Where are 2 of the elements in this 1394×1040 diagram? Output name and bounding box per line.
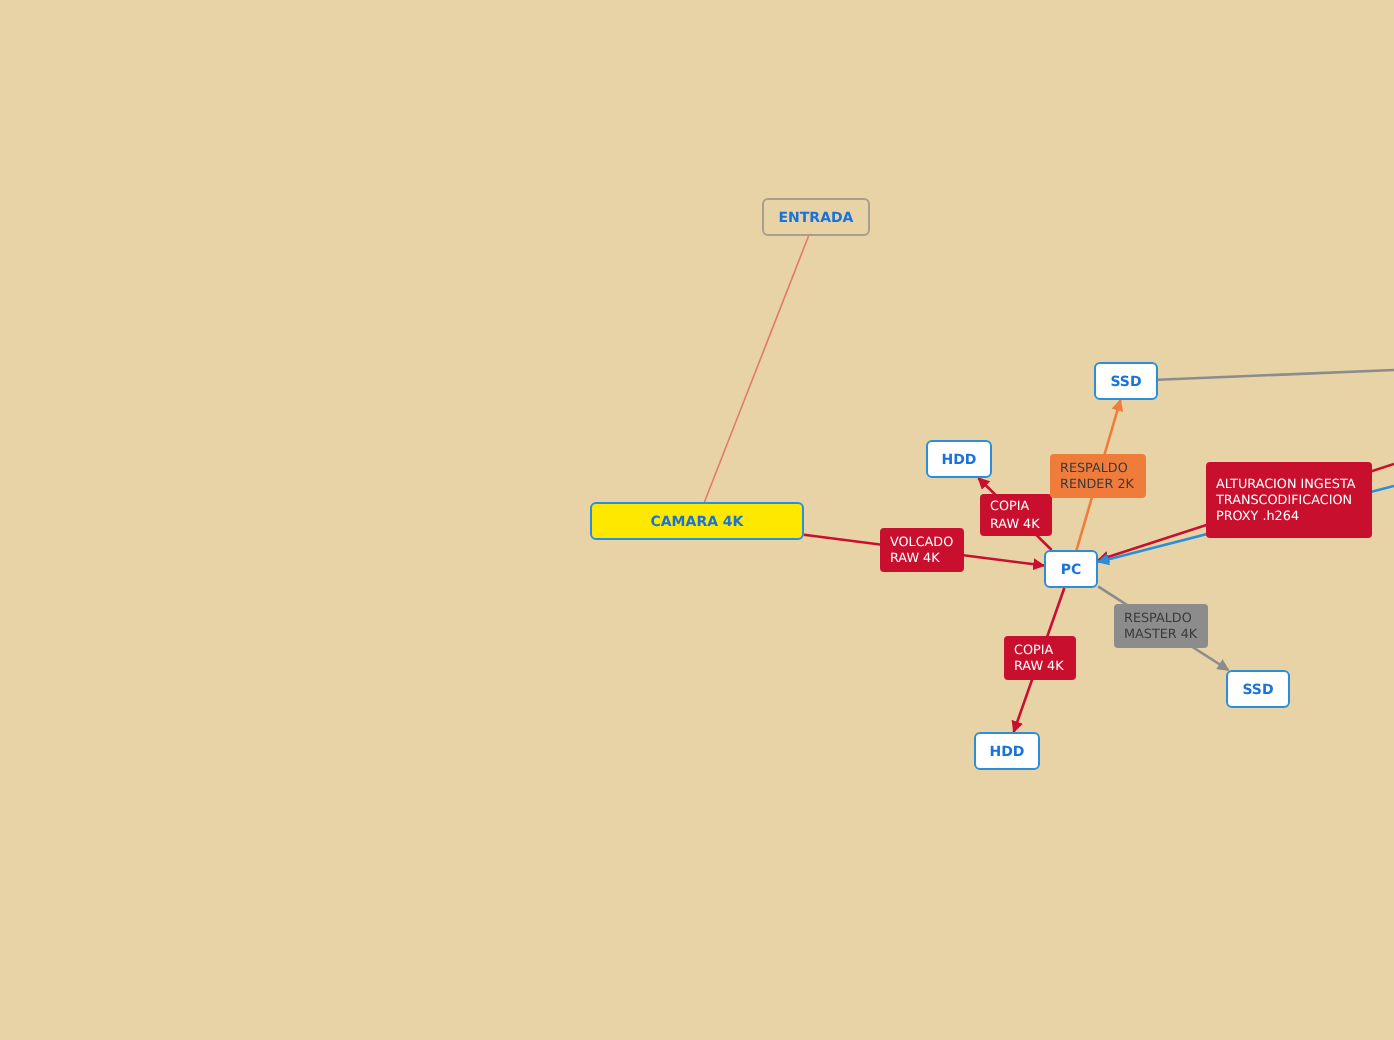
connector-line	[703, 235, 810, 503]
connector-line	[1157, 368, 1394, 381]
